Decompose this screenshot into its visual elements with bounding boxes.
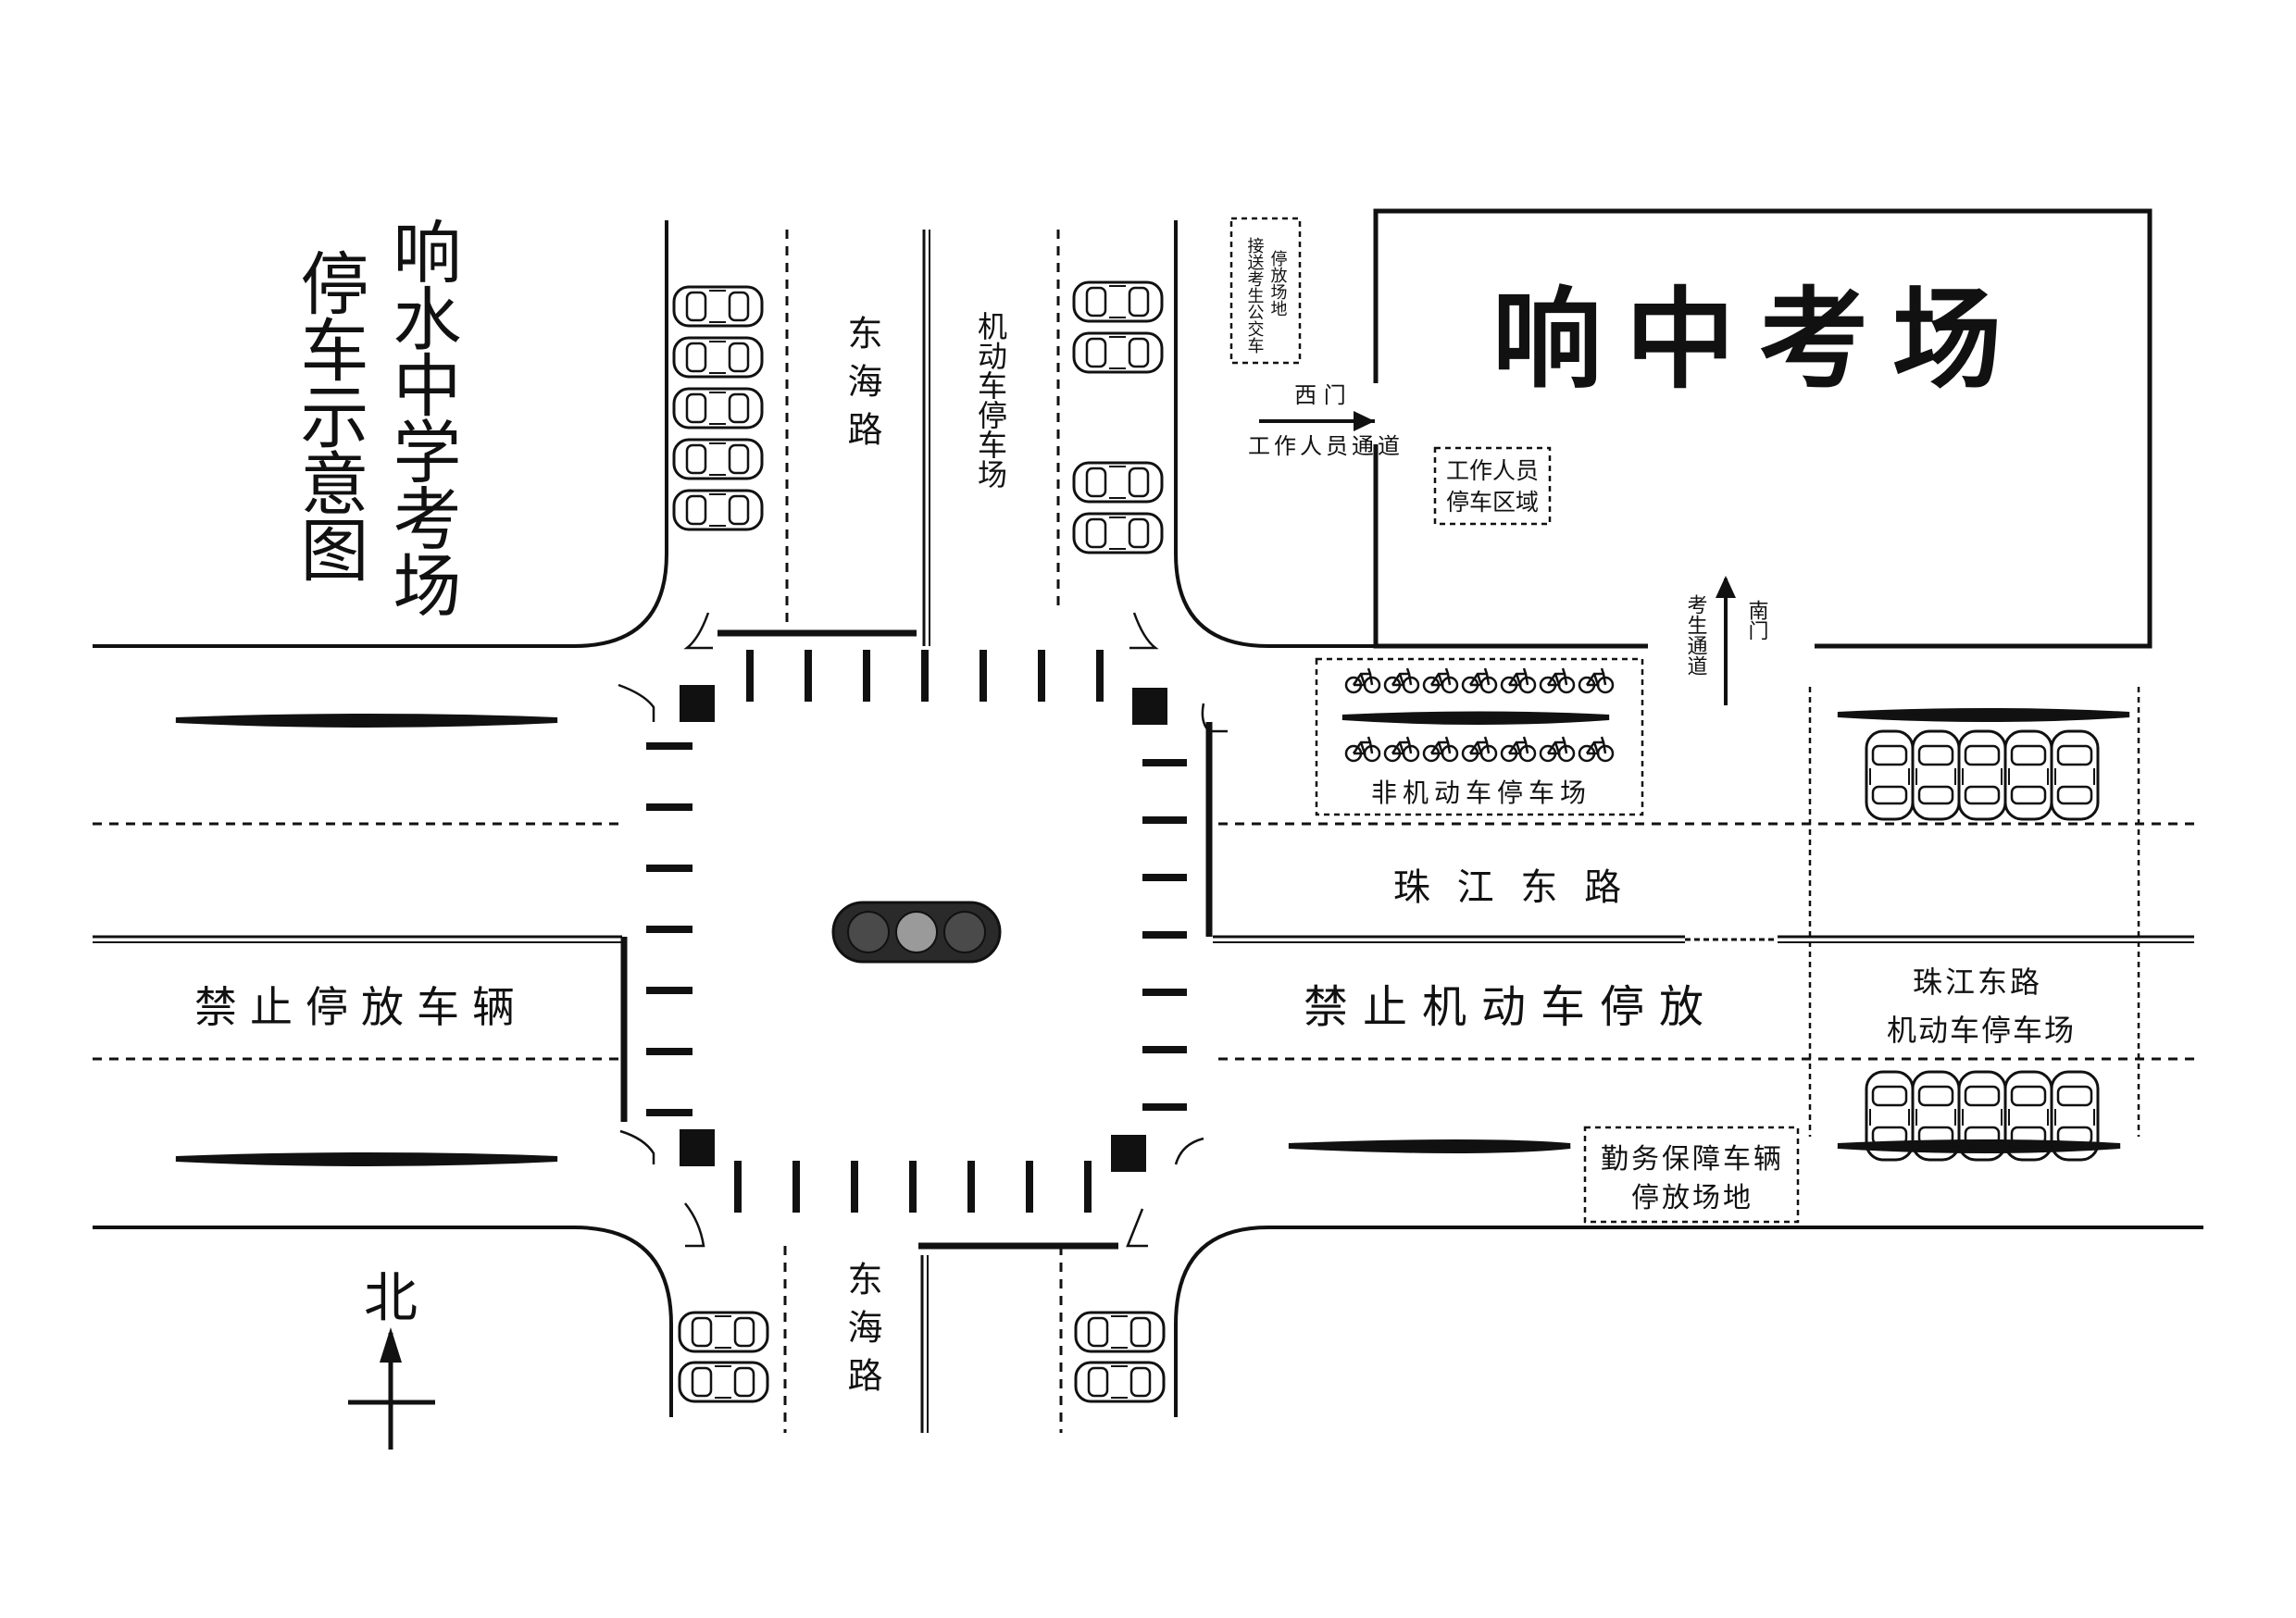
car-icon	[1074, 1361, 1166, 1403]
bicycle-icon	[1344, 666, 1381, 694]
bicycle-icon	[1578, 735, 1615, 763]
exam-venue-building	[1373, 208, 2152, 649]
car-icon	[672, 285, 764, 328]
car-icon	[672, 387, 764, 429]
service-parking-label-2: 停放场地	[1631, 1182, 1753, 1214]
bicycle-icon	[1578, 666, 1615, 694]
cars-north-west	[672, 285, 764, 531]
cars-zhujiang-south-row	[1837, 1070, 2121, 1162]
zhujiang-parking-zone	[1808, 687, 2140, 1137]
corner-blocks	[680, 685, 1167, 1172]
east-leg-lanes	[1205, 722, 2194, 1153]
north-leg-lanes	[718, 230, 1060, 646]
bicycle-icon	[1344, 735, 1381, 763]
bicycle-icon	[1422, 666, 1459, 694]
car-icon	[678, 1311, 769, 1353]
car-icon	[2003, 729, 2053, 821]
cars-zhujiang-north-row	[1837, 708, 2130, 821]
donghai-road-north-label: 东海路	[842, 315, 882, 459]
bicycle-icon	[1539, 735, 1576, 763]
car-icon	[672, 336, 764, 379]
south-leg-lanes	[783, 1242, 1118, 1433]
zhujiang-east-road-label: 珠 江 东 路	[1393, 866, 1628, 909]
north-arrow-icon	[348, 1327, 435, 1450]
venue-name: 响中考场	[1492, 276, 2026, 404]
zhujiang-parking-label-2: 机动车停车场	[1887, 1013, 2076, 1048]
car-icon	[1072, 512, 1164, 554]
donghai-road-south-label: 东海路	[842, 1261, 882, 1405]
west-gate-label: 西 门	[1294, 382, 1346, 408]
car-icon	[1074, 1311, 1166, 1353]
bicycle-icon	[1383, 735, 1420, 763]
car-icon	[672, 489, 764, 531]
bus-dropoff-zone	[1229, 217, 1302, 365]
service-parking-label-1: 勤务保障车辆	[1601, 1143, 1784, 1176]
crosswalk-east	[1142, 759, 1187, 1111]
no-parking-west-label: 禁止停放车辆	[194, 982, 528, 1032]
bicycle-icon	[1539, 666, 1576, 694]
cars-south-east	[1074, 1311, 1166, 1403]
traffic-light-icon	[831, 901, 1002, 964]
non-motor-parking-label: 非机动车停车场	[1371, 778, 1591, 808]
staff-parking-zone	[1433, 446, 1552, 526]
car-icon	[1072, 331, 1164, 374]
bicycle-icon	[1422, 735, 1459, 763]
west-gate-arrow-icon	[1259, 411, 1375, 431]
bicycle-icon	[1383, 666, 1420, 694]
crosswalk-south	[734, 1161, 1092, 1213]
car-icon	[678, 1361, 769, 1403]
bicycles-row-2	[1344, 735, 1615, 763]
title-line-2: 停车示意图	[289, 248, 368, 581]
curb-marks	[618, 612, 1228, 1248]
staff-parking-label-1: 工作人员	[1446, 457, 1539, 484]
car-icon	[1072, 280, 1164, 323]
north-label: 北	[364, 1266, 418, 1329]
west-leg-lanes	[93, 714, 628, 1166]
zhujiang-parking-label-1: 珠江东路	[1913, 965, 2042, 1000]
bicycle-icon	[1500, 666, 1537, 694]
bicycles-row-1	[1344, 666, 1615, 694]
car-icon	[2050, 729, 2100, 821]
bicycle-icon	[1461, 666, 1498, 694]
staff-passage-label: 工作人员通道	[1248, 433, 1404, 459]
title-line-1: 响水中学考场	[381, 217, 461, 616]
crosswalk-north	[746, 650, 1104, 702]
south-gate-label: 南门	[1745, 600, 1768, 641]
staff-parking-label-2: 停车区域	[1446, 489, 1539, 516]
no-motor-parking-east-label: 禁止机动车停放	[1304, 981, 1718, 1033]
south-gate-arrow-icon	[1716, 576, 1736, 705]
car-icon	[1865, 729, 1915, 821]
car-icon	[672, 438, 764, 480]
motor-parking-donghai-label: 机动车停车场	[973, 311, 1008, 489]
crosswalk-west	[646, 742, 693, 1116]
service-vehicle-parking-zone	[1583, 1126, 1800, 1224]
car-icon	[1957, 729, 2007, 821]
bicycle-icon	[1500, 735, 1537, 763]
bus-dropoff-label-1: 接送考生公交车	[1245, 237, 1265, 354]
bus-dropoff-label-2: 停放场地	[1268, 250, 1288, 317]
non-motor-parking-zone	[1315, 657, 1644, 816]
car-icon	[1072, 461, 1164, 504]
car-icon	[1911, 729, 1961, 821]
cars-north-east	[1072, 280, 1164, 554]
cars-south-west	[678, 1311, 769, 1403]
bicycle-icon	[1461, 735, 1498, 763]
examinee-passage-label: 考生通道	[1684, 594, 1708, 676]
